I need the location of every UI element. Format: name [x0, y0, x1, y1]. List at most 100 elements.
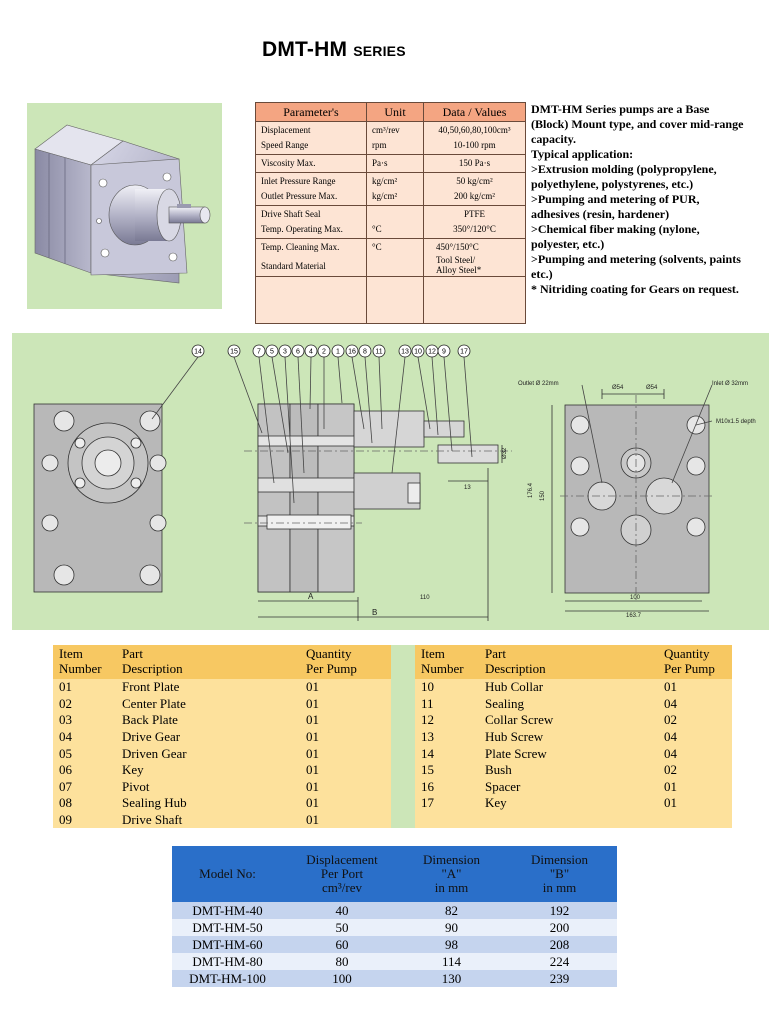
part-row	[415, 811, 732, 829]
desc-line: adhesives (resin, hardener)	[531, 207, 670, 221]
part-number: 08	[53, 795, 116, 812]
pump-illustration	[34, 124, 211, 284]
inlet-label: Inlet Ø 32mm	[712, 381, 748, 387]
part-quantity: 04	[658, 745, 732, 762]
part-number: 15	[415, 761, 479, 779]
param-header-values: Data / Values	[423, 102, 526, 122]
part-number: 14	[415, 745, 479, 762]
part-description: Front Plate	[116, 679, 300, 696]
part-number: 10	[415, 679, 479, 696]
param-name: Standard Material	[261, 261, 326, 271]
param-unit: rpm	[372, 140, 387, 150]
dim-100-label: 100	[630, 595, 641, 601]
param-unit	[372, 207, 418, 222]
model-number: DMT-HM-60	[172, 936, 283, 953]
part-quantity: 01	[300, 795, 391, 812]
outlet-label: Outlet Ø 22mm	[518, 381, 559, 387]
desc-line: Typical application:	[531, 147, 634, 161]
part-description: Driven Gear	[116, 745, 300, 762]
desc-line: >Pumping and metering of PUR,	[531, 192, 700, 206]
part-quantity: 01	[300, 745, 391, 762]
model-header-dim-a: Dimension"A"in mm	[401, 846, 502, 902]
part-number: 11	[415, 695, 479, 713]
part-description: Key	[479, 795, 658, 812]
model-dim-a: 82	[401, 902, 502, 919]
param-value: 50 kg/cm²	[456, 176, 493, 186]
param-value: 40,50,60,80,100cm³	[438, 125, 511, 135]
param-row: Viscosity Max. Pa·s 150 Pa·s	[255, 154, 526, 173]
balloon-label: 12	[428, 349, 436, 356]
part-number: 06	[53, 761, 116, 779]
part-description: Key	[116, 761, 300, 779]
part-number: 02	[53, 695, 116, 713]
model-dim-b: 239	[502, 970, 617, 987]
param-name: Temp. Cleaning Max.	[261, 242, 340, 252]
param-name: Viscosity Max.	[255, 154, 367, 173]
desc-line: etc.)	[531, 267, 553, 281]
dim-phi54-label: Ø54	[612, 385, 624, 391]
model-dim-a: 114	[401, 953, 502, 970]
part-quantity: 01	[658, 679, 732, 696]
param-unit: Pa·s	[366, 154, 424, 173]
part-description: Bush	[479, 761, 658, 779]
title-series: SERIES	[353, 43, 406, 59]
dim-thread-label: M10x1.5 depth	[716, 419, 756, 425]
part-number	[415, 811, 479, 829]
part-description: Drive Gear	[116, 728, 300, 746]
part-number: 17	[415, 795, 479, 812]
balloon-label: 6	[296, 349, 300, 356]
parameter-table: Parameter's Unit Data / Values Displacem…	[255, 102, 526, 324]
part-number: 04	[53, 728, 116, 746]
part-quantity: 01	[300, 695, 391, 713]
part-description: Center Plate	[116, 695, 300, 713]
part-number: 13	[415, 728, 479, 746]
part-quantity: 04	[658, 695, 732, 713]
part-quantity: 02	[658, 712, 732, 729]
param-name: Outlet Pressure Max.	[261, 191, 338, 201]
part-quantity: 01	[658, 778, 732, 796]
model-displacement: 60	[283, 936, 401, 953]
model-header-dim-b: Dimension"B"in mm	[502, 846, 617, 902]
param-row-empty	[255, 276, 526, 324]
desc-line: >Chemical fiber making (nylone,	[531, 222, 700, 236]
part-quantity: 01	[300, 811, 391, 829]
model-dim-a: 98	[401, 936, 502, 953]
part-description: Back Plate	[116, 712, 300, 729]
param-value: 150 Pa·s	[423, 154, 526, 173]
param-unit: kg/cm²	[372, 176, 398, 186]
balloon-label: 5	[270, 349, 274, 356]
desc-line: DMT-HM Series pumps are a Base	[531, 102, 710, 116]
model-dim-a: 90	[401, 919, 502, 936]
product-photo	[27, 103, 222, 309]
balloon-label: 8	[363, 349, 367, 356]
balloon-label: 15	[230, 349, 238, 356]
param-value: 350°/120°C	[453, 224, 496, 234]
balloon-label: 1	[336, 349, 340, 356]
part-quantity: 02	[658, 761, 732, 779]
balloon-label: 11	[375, 349, 382, 356]
balloon-label: 13	[401, 349, 409, 356]
part-description: Sealing	[479, 695, 658, 713]
model-displacement: 100	[283, 970, 401, 987]
dim-b-label: B	[372, 608, 377, 617]
